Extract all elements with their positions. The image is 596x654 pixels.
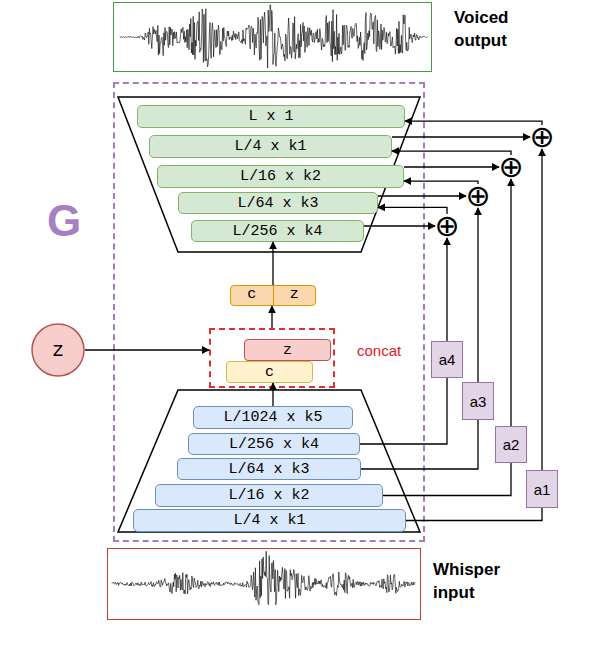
skip-gain-box: a1 [526, 470, 558, 508]
node-label: z [283, 342, 292, 359]
sum-node: ⊕ [466, 184, 490, 208]
generator-box: GL x 1L/4 x k1L/16 x k2L/64 x k3L/256 x … [113, 82, 425, 542]
sum-node: ⊕ [530, 125, 554, 149]
node-label: L/1024 x k5 [223, 409, 322, 426]
connector [271, 306, 272, 328]
decoder-layer: L/64 x k3 [178, 192, 378, 214]
connector [404, 181, 478, 184]
node-label: L/256 x k4 [229, 436, 319, 453]
decoder-layer: L/256 x k4 [191, 220, 364, 242]
connector [85, 349, 209, 350]
connector [378, 195, 466, 196]
node-label: Voiced output [454, 7, 544, 53]
condition-vector: c [226, 361, 313, 383]
connector [361, 420, 478, 469]
node-label: a1 [534, 481, 551, 498]
sum-node: ⊕ [435, 214, 459, 238]
noise-circle: z [31, 323, 85, 377]
node-label: c [231, 286, 273, 305]
connector [510, 179, 511, 426]
sum-node: ⊕ [499, 155, 523, 179]
connector [378, 207, 447, 214]
node-label: L/64 x k3 [237, 195, 318, 212]
concat-vector: cz [230, 285, 316, 306]
encoder-trapezoid [118, 390, 420, 532]
connector [405, 121, 542, 125]
connector [392, 151, 511, 155]
node-label: ⊕ [498, 152, 523, 182]
connector [272, 242, 273, 285]
voiced-waveform [120, 5, 428, 68]
node-label: a4 [439, 351, 456, 368]
node-label: z [273, 286, 316, 305]
decoder-trapezoid [118, 97, 420, 252]
connector [364, 225, 435, 226]
connector [477, 208, 478, 382]
node-label: L/16 x k2 [228, 487, 309, 504]
node-label: L/256 x k4 [232, 223, 322, 240]
circle-shape [32, 324, 84, 376]
encoder-layer: L/64 x k3 [177, 458, 361, 480]
node-label: L/4 x k1 [234, 138, 306, 155]
connector [383, 463, 511, 496]
node-label: G [47, 196, 81, 246]
concat-box: concatzc [209, 328, 335, 388]
node-label: ⊕ [434, 211, 459, 241]
encoder-layer: L/1024 x k5 [193, 406, 353, 429]
connector [406, 508, 542, 521]
skip-gain-box: a3 [462, 382, 494, 420]
decoder-layer: L/4 x k1 [149, 135, 392, 158]
node-label: ⊕ [465, 181, 490, 211]
encoder-layer: L/4 x k1 [133, 509, 406, 532]
node-label: L/64 x k3 [228, 461, 309, 478]
connector [392, 136, 530, 137]
node-label: concat [357, 342, 401, 359]
decoder-layer: L/16 x k2 [157, 165, 404, 188]
node-label: a3 [470, 393, 487, 410]
skip-gain-box: a4 [431, 341, 463, 378]
encoder-layer: L/256 x k4 [188, 433, 360, 455]
connector [272, 383, 273, 406]
connector [360, 378, 447, 444]
waveform-box: Whisper input [107, 548, 421, 620]
encoder-layer: L/16 x k2 [155, 484, 383, 507]
latent-vector: z [244, 339, 331, 361]
connector [446, 238, 447, 341]
node-label: L x 1 [248, 108, 293, 125]
node-label: L/4 x k1 [233, 512, 305, 529]
node-label: Whisper input [433, 559, 528, 605]
connector [541, 149, 542, 470]
node-label: z [52, 339, 64, 362]
whisper-waveform [112, 551, 416, 605]
connector [404, 166, 499, 167]
node-label: ⊕ [529, 122, 554, 152]
node-label: c [265, 364, 274, 381]
skip-gain-box: a2 [495, 426, 527, 463]
node-label: L/16 x k2 [240, 168, 321, 185]
node-label: a2 [503, 436, 520, 453]
decoder-layer: L x 1 [137, 105, 405, 128]
waveform-box: Voiced output [113, 2, 432, 72]
